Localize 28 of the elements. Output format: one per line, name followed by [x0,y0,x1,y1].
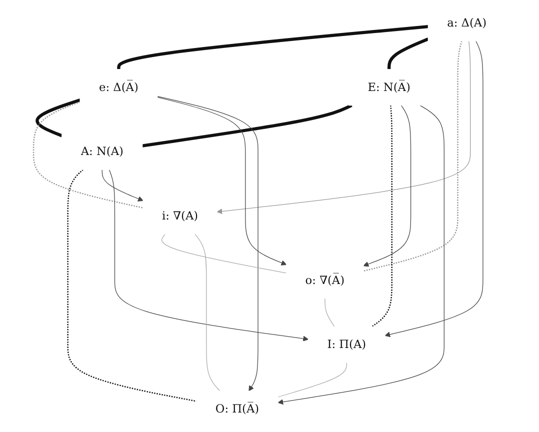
node-text: e: Δ(A̅) [99,80,138,94]
connector [363,40,462,272]
arrow [384,40,484,338]
connector [388,38,429,70]
connector [117,25,428,70]
node-text: O: Π(A̅) [215,402,260,416]
arrow [102,169,144,202]
arrow [278,105,444,405]
connector [194,234,220,392]
arrow [363,105,412,267]
arrow [157,96,287,266]
node-text: o: ∇(A̅) [305,274,345,287]
node-text: A: N(A) [80,145,124,158]
node-text: I: Π(A) [327,338,366,352]
connector [372,105,392,328]
connector [142,104,352,148]
connector [278,362,347,398]
arrow [108,169,309,342]
node-text: i: ∇(A) [162,209,198,223]
connector [36,98,81,138]
node-text: E: N(A̅) [368,80,410,94]
connector [161,234,287,274]
node-text: a: Δ(A) [447,16,487,30]
connector [324,298,335,327]
arrow [216,40,471,214]
connector [67,169,197,402]
connector [32,101,144,208]
arrow [157,96,258,392]
